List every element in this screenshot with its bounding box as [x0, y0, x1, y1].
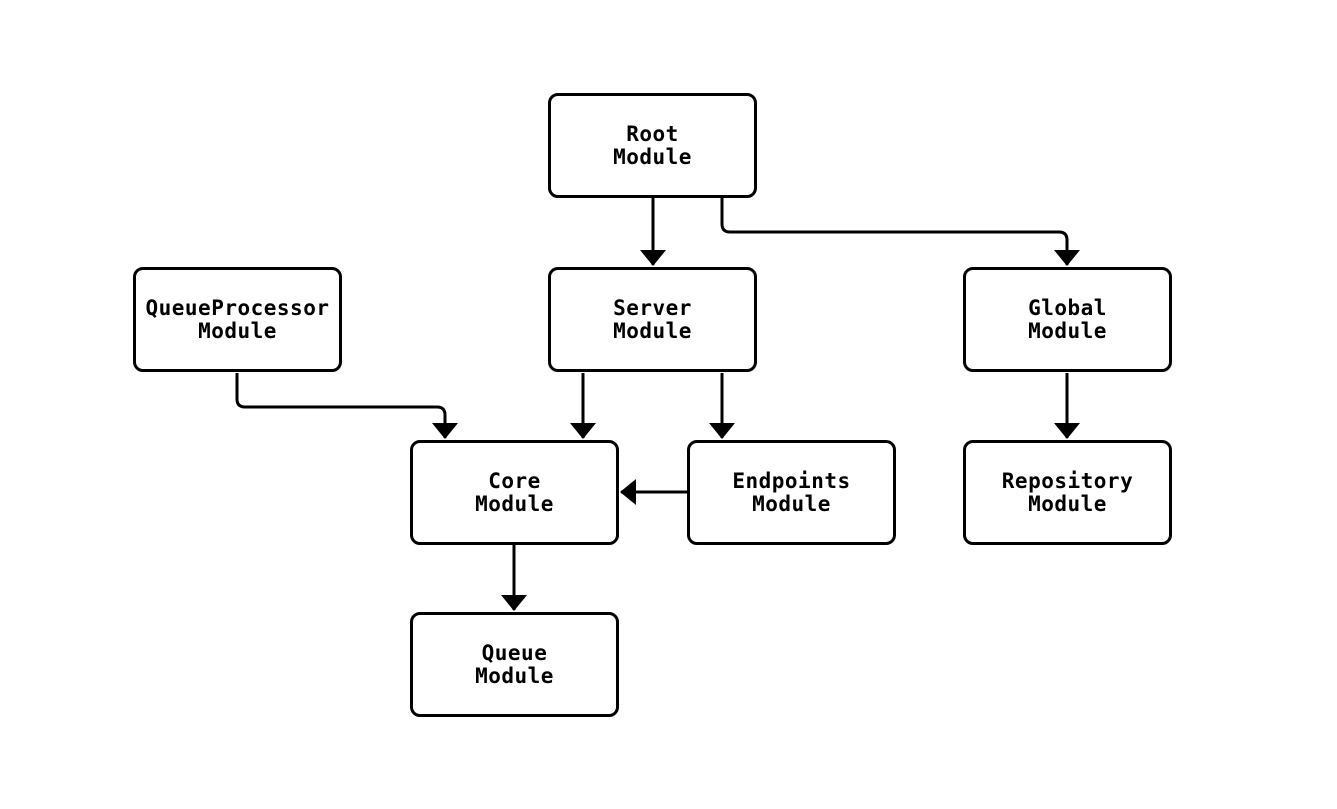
node-repository-module: Repository Module [963, 440, 1172, 545]
node-repository-module-label: Repository Module [1001, 468, 1134, 516]
node-queue-module-label: Queue Module [475, 640, 554, 688]
edge-queueprocessor-to-core [235, 373, 458, 439]
node-queueprocessor-module: QueueProcessor Module [133, 267, 342, 372]
node-core-module: Core Module [410, 440, 619, 545]
node-global-module: Global Module [963, 267, 1172, 372]
edge-root-to-global [720, 198, 1080, 266]
node-server-module: Server Module [548, 267, 757, 372]
node-queueprocessor-module-label: QueueProcessor Module [145, 295, 330, 343]
node-queue-module: Queue Module [410, 612, 619, 717]
node-core-module-label: Core Module [475, 468, 554, 516]
node-endpoints-module: Endpoints Module [687, 440, 896, 545]
node-root-module-label: Root Module [613, 121, 692, 169]
node-global-module-label: Global Module [1028, 295, 1107, 343]
node-root-module: Root Module [548, 93, 757, 198]
node-server-module-label: Server Module [613, 295, 692, 343]
node-endpoints-module-label: Endpoints Module [732, 468, 851, 516]
